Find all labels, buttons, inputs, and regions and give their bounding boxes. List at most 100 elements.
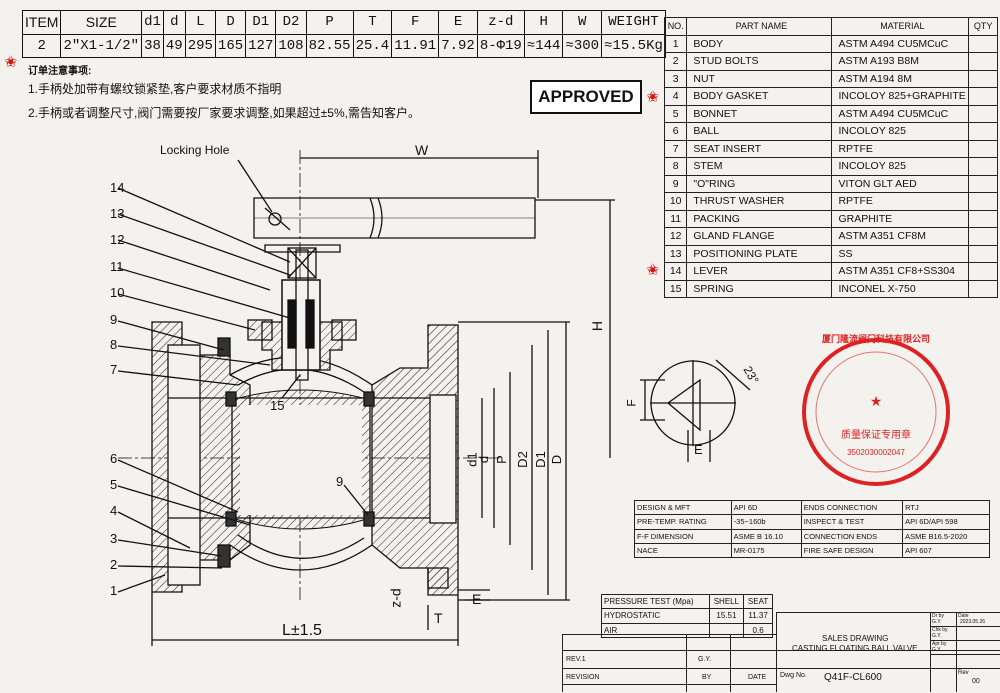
svg-text:★: ★ bbox=[870, 394, 883, 410]
part-name: BALL bbox=[686, 122, 833, 141]
part-name: STUD BOLTS bbox=[686, 52, 833, 71]
pt-header: SEAT bbox=[743, 593, 773, 610]
callout-9: 9 bbox=[110, 312, 118, 327]
dim-value: 25.4 bbox=[352, 33, 393, 58]
dim-D-label: D bbox=[549, 454, 565, 465]
dr-by-value: G.Y. bbox=[932, 619, 942, 625]
part-no: 14 bbox=[663, 262, 688, 281]
dwg-no: Q41F-CL600 bbox=[824, 672, 882, 683]
callout-10: 10 bbox=[110, 285, 125, 300]
part-qty bbox=[968, 157, 998, 176]
dim-header: D bbox=[214, 10, 247, 35]
part-no: 6 bbox=[663, 122, 688, 141]
company-seal: ★ 厦门隆流阀门科技有限公司 质量保证专用章 3502030002047 bbox=[800, 334, 952, 488]
part-material: RPTFE bbox=[831, 192, 970, 211]
spec-cell: ASME B16.5-2020 bbox=[902, 528, 990, 544]
parts-header: QTY bbox=[968, 17, 998, 36]
part-qty bbox=[968, 122, 998, 141]
spec-cell: MR-0175 bbox=[730, 542, 802, 559]
angle-label: 23° bbox=[740, 363, 762, 387]
dim-P-label: P bbox=[493, 455, 509, 464]
locking-hole-label: Locking Hole bbox=[160, 143, 230, 157]
dr-by-label: Dr by bbox=[932, 613, 944, 619]
part-qty bbox=[968, 279, 998, 298]
part-qty bbox=[968, 104, 998, 123]
chk-by-value: G.Y. bbox=[932, 633, 942, 639]
pt-header: SHELL bbox=[708, 593, 745, 610]
pt-header: PRESSURE TEST (Mpa) bbox=[601, 593, 710, 610]
table-row: NACE MR-0175 FIRE SAFE DESIGN API 607 bbox=[634, 542, 990, 559]
part-qty bbox=[968, 262, 998, 281]
part-name: SPRING bbox=[686, 279, 833, 298]
title-block: REV.1 G.Y. REVISION BY DATE SALES DRAWIN… bbox=[562, 612, 1000, 692]
table-row: DESIGN & MFT API 6D ENDS CONNECTION RTJ bbox=[634, 499, 990, 516]
dim-value: 108 bbox=[275, 33, 307, 58]
part-qty bbox=[968, 244, 998, 263]
dim-header: WEIGHT bbox=[601, 10, 666, 35]
detail-E-label: E bbox=[694, 442, 703, 457]
part-name: GLAND FLANGE bbox=[686, 227, 833, 246]
part-material: ASTM A351 CF8M bbox=[831, 227, 970, 246]
part-material: ASTM A194 8M bbox=[831, 69, 970, 88]
parts-header: MATERIAL bbox=[831, 17, 970, 36]
part-material: VITON GLT AED bbox=[831, 174, 970, 193]
pressure-test-table: PRESSURE TEST (Mpa) SHELL SEAT HYDROSTAT… bbox=[601, 593, 773, 639]
callout-14: 14 bbox=[110, 180, 125, 195]
part-no: 1 bbox=[663, 34, 688, 53]
callout-15: 15 bbox=[270, 398, 285, 413]
part-qty bbox=[968, 87, 998, 106]
dim-value: 2"X1-1/2" bbox=[60, 33, 143, 58]
part-no: 10 bbox=[663, 192, 688, 211]
part-name: THRUST WASHER bbox=[686, 192, 833, 211]
part-name: POSITIONING PLATE bbox=[686, 244, 833, 263]
dim-d-label: d bbox=[476, 455, 492, 464]
notes-title: 订单注意事项: bbox=[28, 66, 92, 77]
spec-cell: API 6D/API 598 bbox=[902, 514, 990, 530]
dim-T-label: T bbox=[434, 610, 443, 626]
dim-value: 2 bbox=[21, 33, 62, 58]
part-qty bbox=[968, 52, 998, 71]
dim-L-label: L±1.5 bbox=[282, 622, 322, 639]
dim-value: ≈300 bbox=[562, 33, 603, 58]
part-qty bbox=[968, 174, 998, 193]
dim-zd-label: z-d bbox=[387, 588, 404, 608]
rev-lbl: Rev bbox=[958, 670, 969, 676]
seal-number: 3502030002047 bbox=[847, 448, 905, 457]
callout-9b: 9 bbox=[336, 474, 344, 489]
callout-1: 1 bbox=[110, 583, 118, 598]
dim-value: 82.55 bbox=[305, 33, 354, 58]
drawing-title-2: CASTING FLOATING BALL VALVE bbox=[792, 644, 918, 653]
table-row: PRESSURE TEST (Mpa) SHELL SEAT bbox=[601, 593, 773, 610]
red-star-icon: ✬ bbox=[646, 262, 660, 279]
part-name: BODY bbox=[686, 34, 833, 53]
part-qty bbox=[968, 34, 998, 53]
dim-header: ITEM bbox=[21, 10, 62, 35]
part-name: PACKING bbox=[686, 209, 833, 228]
parts-header: PART NAME bbox=[686, 17, 833, 36]
seal-ring-text: 厦门隆流阀门科技有限公司 bbox=[821, 334, 930, 344]
part-no: 12 bbox=[663, 227, 688, 246]
spec-cell: ASME B 16.10 bbox=[730, 528, 802, 544]
apr-by-label: Apr by bbox=[932, 641, 947, 647]
callout-2: 2 bbox=[110, 557, 118, 572]
dim-header: d1 bbox=[141, 10, 164, 35]
part-qty bbox=[968, 192, 998, 211]
part-material: INCOLOY 825 bbox=[831, 157, 970, 176]
chk-by-label: Chk by bbox=[932, 627, 948, 633]
dim-header: W bbox=[562, 10, 603, 35]
part-no: 2 bbox=[663, 52, 688, 71]
part-name: SEAT INSERT bbox=[686, 139, 833, 158]
part-qty bbox=[968, 139, 998, 158]
dim-header: d bbox=[162, 10, 186, 35]
dim-header: H bbox=[523, 10, 564, 35]
part-name: STEM bbox=[686, 157, 833, 176]
spec-cell: PRE-TEMP. RATING bbox=[634, 514, 732, 530]
spec-cell: ENDS CONNECTION bbox=[800, 499, 904, 516]
